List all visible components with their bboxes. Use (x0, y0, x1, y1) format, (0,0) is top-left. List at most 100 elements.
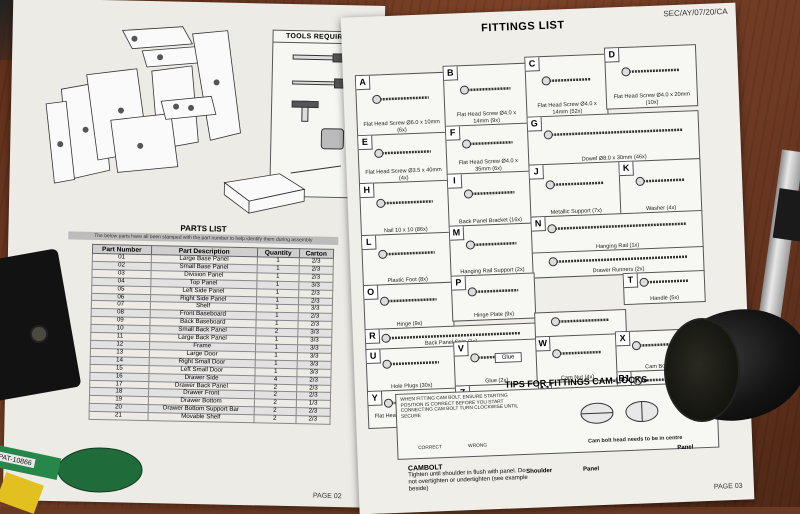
fitting-icon (372, 94, 429, 104)
fitting-letter: U (366, 349, 381, 365)
fitting-icon (378, 249, 435, 259)
fitting-letter: G (527, 117, 543, 132)
fitting-icon (547, 222, 686, 234)
green-screwdriver: PAT-10866 (0, 441, 143, 493)
case-screw (30, 325, 48, 343)
fitting-letter: W (536, 336, 551, 352)
fitting-letter: L (362, 235, 377, 251)
fitting-cell: Drawer Runners (2x) (531, 245, 705, 279)
fitting-letter: O (363, 285, 379, 301)
fitting-letter: I (447, 174, 463, 189)
shoulder-label: Shoulder (526, 467, 553, 475)
carton-cell: 2/3 (295, 416, 331, 425)
fitting-letter: A (355, 75, 371, 91)
fitting-icon (541, 76, 591, 86)
fitting-letter: C (525, 57, 540, 72)
fitting-icon (381, 331, 520, 343)
fitting-letter: D (604, 48, 620, 63)
page-number-left: PAGE 02 (312, 492, 342, 501)
tips-box: WHEN FITTING CAM BOLT, ENSURE STARTING P… (395, 381, 720, 460)
fitting-icon (639, 277, 689, 287)
fitting-icon (465, 240, 517, 250)
fitting-letter: F (445, 126, 461, 141)
tip-text: WHEN FITTING CAM BOLT, ENSURE STARTING P… (400, 393, 519, 420)
cambolt-note: CAMBOLT Tighten until shoulder in flush … (408, 461, 529, 494)
fitting-icon (467, 287, 519, 297)
fitting-letter: V (454, 342, 469, 357)
panel-label-2: Panel (677, 444, 694, 452)
glue-label: Glue (494, 352, 522, 364)
part-description-cell: Movable Shelf (147, 412, 254, 423)
fitting-cell: Strap (2x) (534, 309, 628, 345)
parts-list-sheet: TOOLS REQUIRED PARTS LIST The below part… (2, 0, 386, 508)
page-number-right: PAGE 03 (713, 482, 743, 491)
fittings-title: FITTINGS LIST (480, 19, 565, 35)
fitting-icon (635, 176, 685, 186)
mallet-face (664, 318, 740, 422)
fitting-letter: B (443, 66, 459, 81)
centre-note: Cam bolt head needs to be in centre (587, 434, 683, 445)
fitting-letter: T (623, 273, 639, 289)
fitting-icon (552, 349, 601, 359)
tools-illustration (290, 53, 350, 174)
wrong-label: WRONG (468, 443, 488, 450)
fitting-cell: D Flat Head Screw Ø4.0 x 20mm (10x) (603, 44, 699, 110)
fitting-letter: J (529, 165, 544, 180)
fitting-icon (380, 296, 437, 306)
cambolt-text: Tighten until shoulder in flush with pan… (408, 467, 528, 493)
fitting-cell: T Handle (5x) (622, 269, 706, 306)
fitting-letter: K (619, 161, 634, 177)
cam-lock-diagram (580, 400, 659, 424)
fitting-letter: H (360, 183, 375, 199)
fitting-letter: N (531, 217, 546, 232)
tools-required-box: TOOLS REQUIRED (269, 29, 367, 199)
correct-label: CORRECT (418, 445, 442, 452)
fitting-caption: Hinge Plate (9x) (473, 310, 515, 319)
fitting-letter: E (358, 135, 373, 151)
fitting-icon (382, 359, 439, 369)
fitting-icon (459, 85, 511, 95)
fitting-icon (374, 148, 431, 158)
parts-table: Part Number Part Description Quantity Ca… (88, 244, 334, 425)
fitting-letter: X (615, 331, 631, 347)
quantity-cell: 2 (253, 415, 296, 424)
fitting-letter: P (451, 276, 467, 291)
panel-label-1: Panel (583, 466, 600, 473)
fitting-icon (463, 189, 515, 199)
fitting-caption: Handle (5x) (650, 294, 680, 302)
fitting-icon (543, 128, 683, 140)
fitting-icon (376, 198, 433, 208)
fitting-icon (462, 139, 513, 149)
fitting-icon (550, 317, 610, 327)
fitting-caption: Flat Head Screw Ø4.0 x 20mm (10x) (613, 91, 691, 106)
fitting-letter: M (449, 226, 465, 241)
fitting-letter: Y (367, 391, 383, 406)
fitting-icon (545, 180, 605, 190)
fitting-icon (548, 255, 688, 267)
exploded-assembly-drawing (45, 26, 241, 184)
drawer-drawing (223, 173, 306, 214)
fitting-cell: P Hinge Plate (9x) (450, 272, 537, 322)
fitting-icon (621, 67, 680, 77)
reference-code: SEC/AY/07/20/CA (663, 6, 728, 19)
